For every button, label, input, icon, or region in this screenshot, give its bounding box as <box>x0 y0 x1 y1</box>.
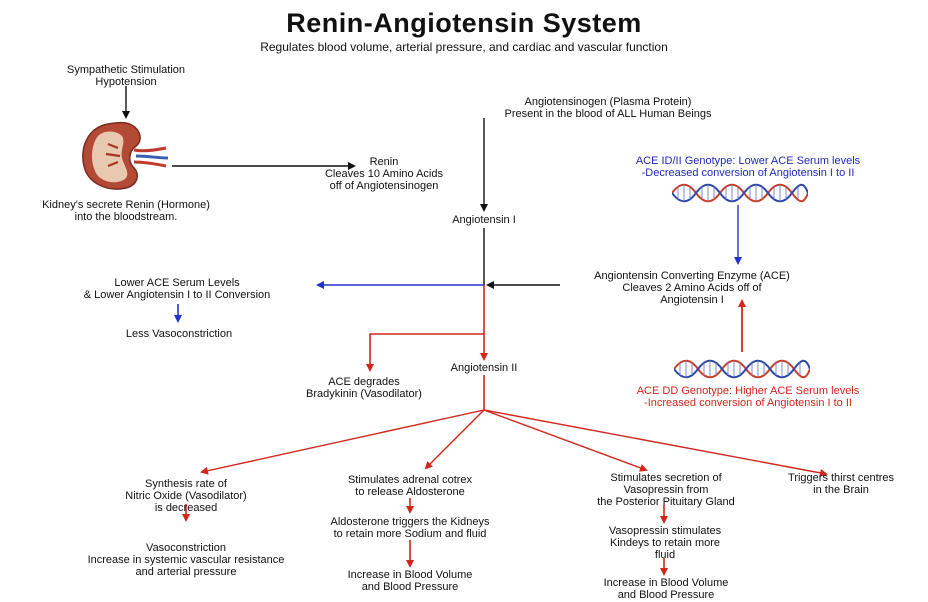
page-subtitle: Regulates blood volume, arterial pressur… <box>260 40 668 54</box>
dna-helix-top-image <box>672 183 808 203</box>
ace-id-genotype-node: ACE ID/II Genotype: Lower ACE Serum leve… <box>635 155 861 179</box>
page-title: Renin-Angiotensin System <box>286 8 642 38</box>
kidney-cross-section-image <box>82 121 169 190</box>
ace-enzyme-node: Angiontensin Converting Enzyme (ACE)Clea… <box>594 270 790 306</box>
angiotensin-1-node: Angiotensin I <box>452 214 516 226</box>
arrow-to-adrenal <box>424 409 485 470</box>
angiotensinogen-node: Angiotensinogen (Plasma Protein)Present … <box>504 96 712 120</box>
less-vasoconstriction-node: Less Vasoconstriction <box>125 328 233 340</box>
angiotensin-2-node: Angiotensin II <box>450 362 518 374</box>
arrow-to-ace-degrades <box>366 333 484 372</box>
dna-helix-bottom-image <box>674 359 810 379</box>
arrow-to-vasopressin <box>483 409 648 472</box>
ace-dd-genotype-node: ACE DD Genotype: Higher ACE Serum levels… <box>636 385 860 409</box>
arrow-to-thirst <box>483 409 828 477</box>
kidney-secretes-node: Kidney's secrete Renin (Hormone)into the… <box>42 199 210 223</box>
arrow-to-nitric <box>200 409 485 475</box>
lower-ace-node: Lower ACE Serum Levels& Lower Angiotensi… <box>83 277 271 301</box>
